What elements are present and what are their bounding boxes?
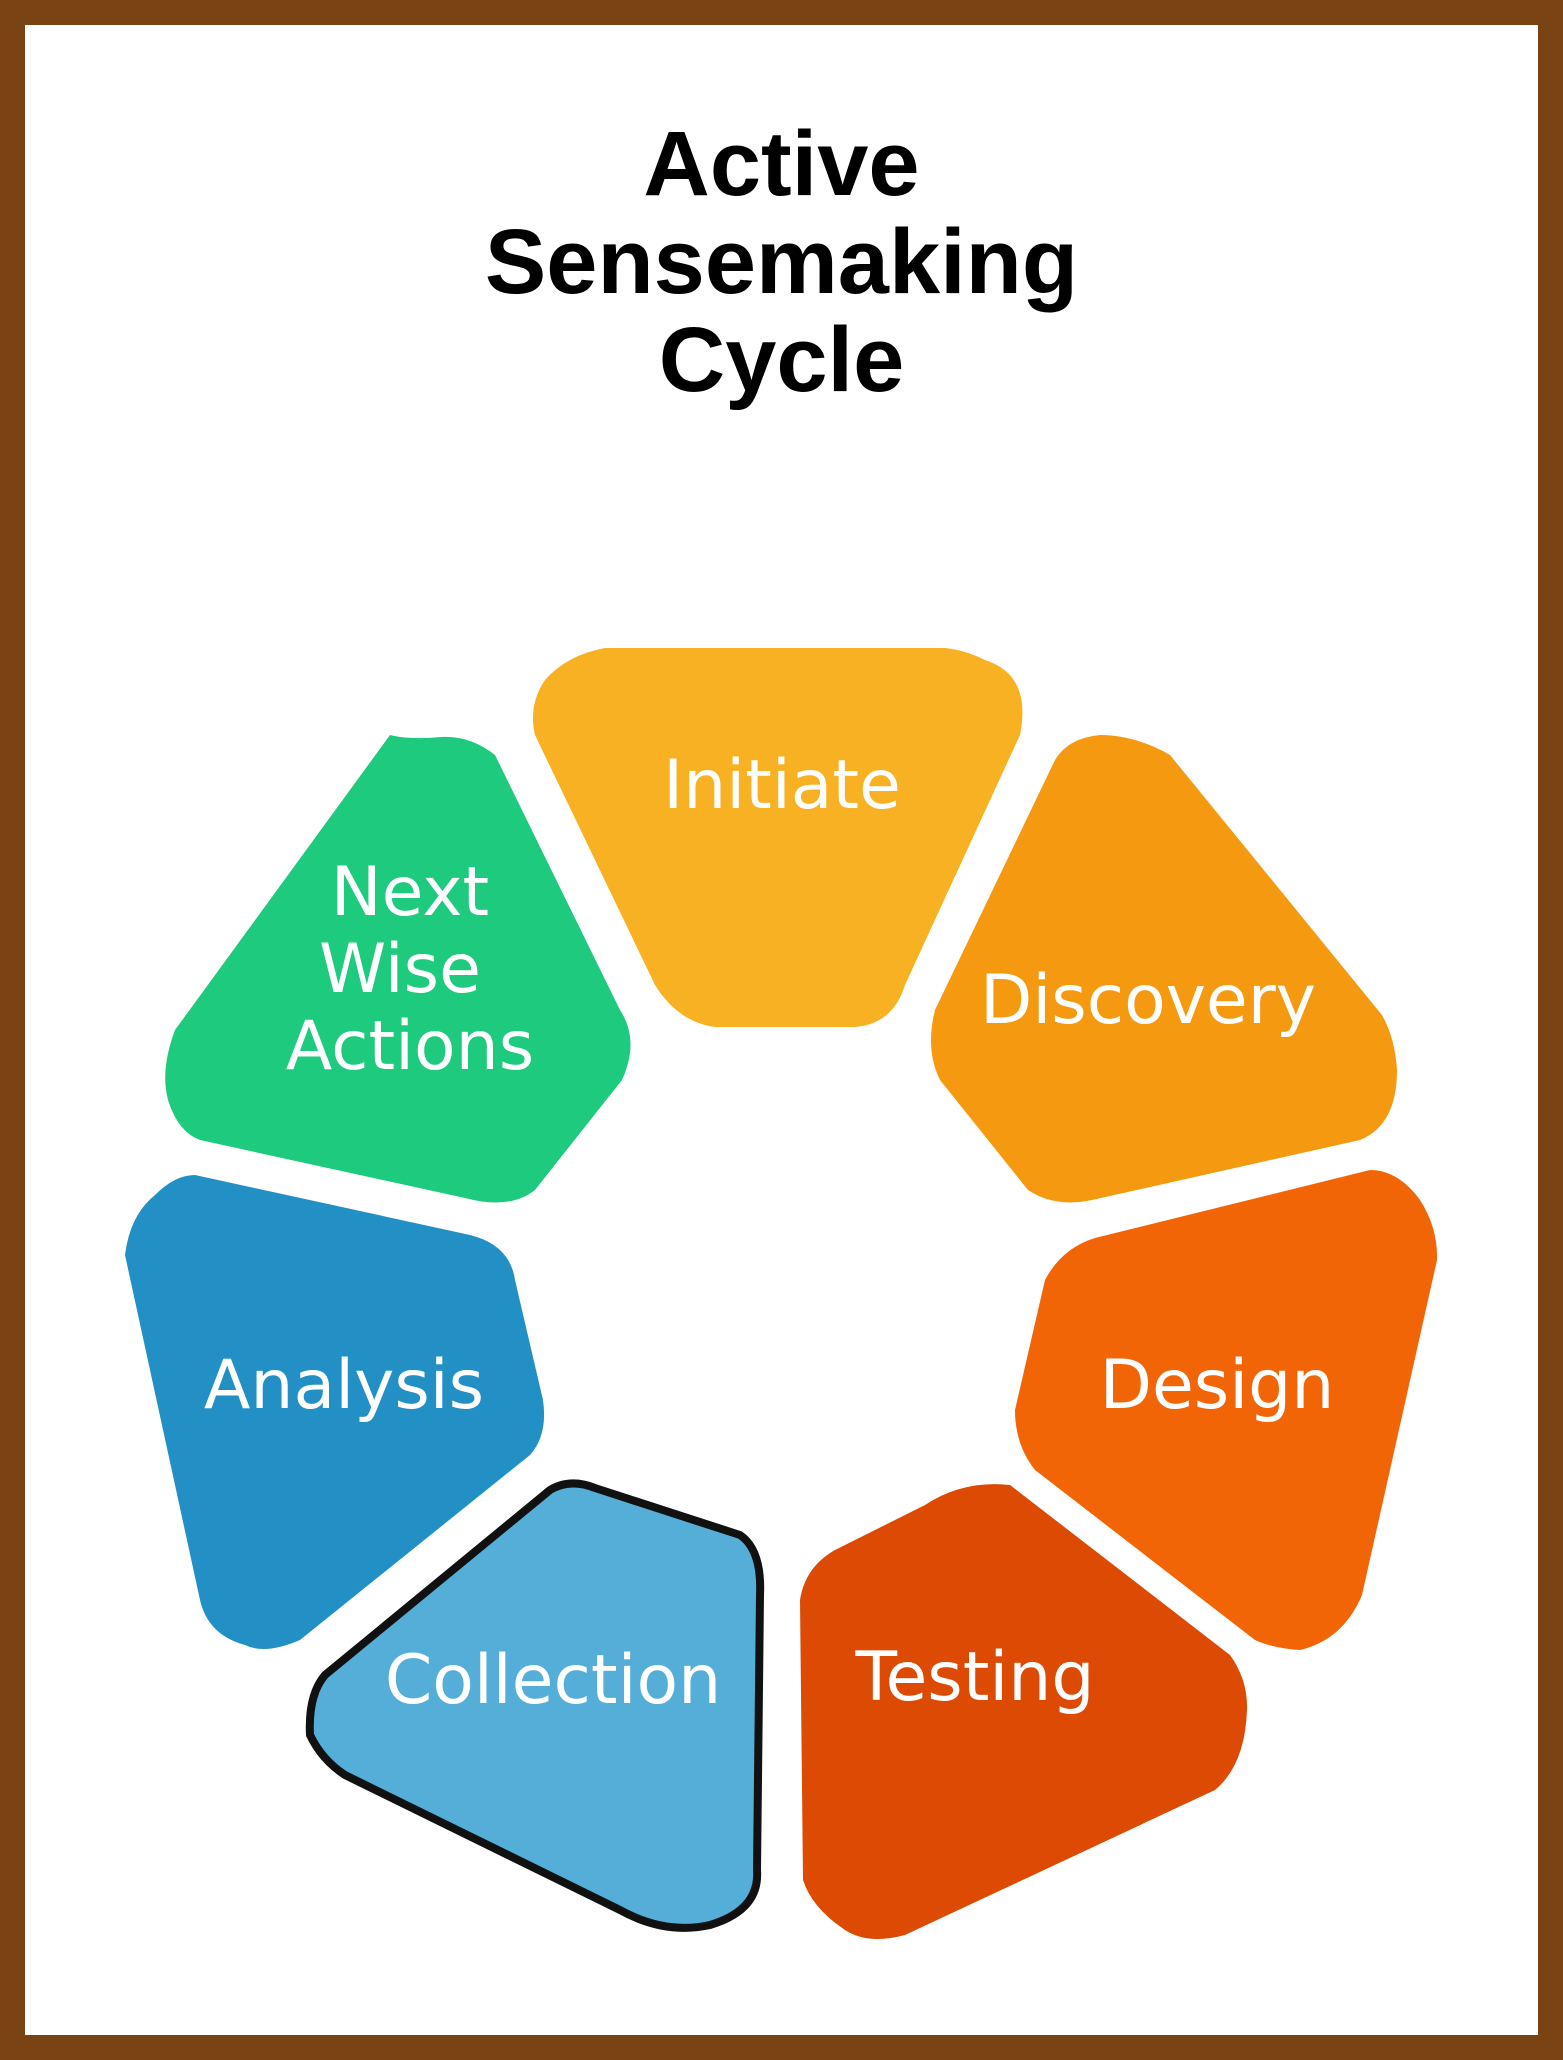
segment-label-collection: Collection [385, 1641, 721, 1720]
segment-label-design: Design [1100, 1346, 1335, 1425]
segment-initiate: Initiate [532, 648, 1023, 1027]
segment-shape-testing [800, 1484, 1248, 1939]
segment-label-testing: Testing [854, 1638, 1094, 1717]
segment-discovery: Discovery [931, 735, 1397, 1203]
segment-shape-collection [305, 1479, 765, 1932]
segment-shape-design [1015, 1170, 1438, 1650]
title-line-3: Cycle [658, 309, 905, 411]
segment-label-discovery: Discovery [980, 961, 1316, 1040]
segment-design: Design [1015, 1170, 1438, 1650]
segment-analysis: Analysis [125, 1175, 545, 1649]
segment-shape-initiate [532, 648, 1023, 1027]
diagram-title: Active Sensemaking Cycle [25, 115, 1538, 409]
segment-collection: Collection [305, 1479, 765, 1932]
segment-shape-discovery [931, 735, 1397, 1203]
segment-testing: Testing [800, 1484, 1248, 1939]
title-line-1: Active [643, 113, 920, 215]
title-line-2: Sensemaking [484, 211, 1079, 313]
segment-label-initiate: Initiate [663, 746, 901, 825]
sensemaking-cycle: Initiate Discovery Design Testing Collec… [125, 648, 1438, 1939]
segment-label-analysis: Analysis [204, 1346, 484, 1425]
segment-shape-analysis [125, 1175, 545, 1649]
segment-shape-next-wise-actions [165, 735, 631, 1203]
